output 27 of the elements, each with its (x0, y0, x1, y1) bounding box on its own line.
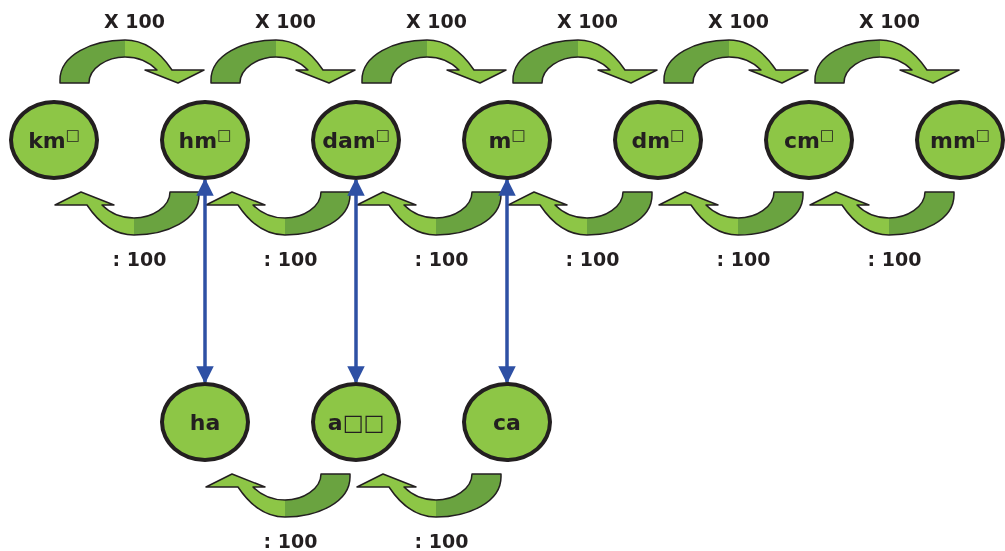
curved-arrow (507, 191, 653, 236)
curved-arrow (814, 39, 960, 84)
double-arrow (498, 178, 516, 384)
curved-arrow (54, 191, 200, 236)
unit-label: cm$^{□}$ (783, 127, 835, 153)
unit-label: km$^{□}$ (28, 127, 80, 153)
curved-arrow (809, 191, 955, 236)
unit-label: m$^{□}$ (488, 127, 526, 153)
curved-arrow (361, 39, 507, 84)
unit-label: dam$^{□}$ (322, 127, 390, 153)
curved-arrow (512, 39, 658, 84)
double-arrow (347, 178, 365, 384)
curved-arrow (356, 191, 502, 236)
unit-label: a□□ (327, 409, 385, 435)
unit-label: ha (189, 409, 221, 435)
curved-arrow (59, 39, 205, 84)
double-arrow (196, 178, 214, 384)
curved-arrow (663, 39, 809, 84)
unit-label: mm$^{□}$ (929, 127, 990, 153)
unit-label: ca (493, 409, 521, 435)
unit-label: hm$^{□}$ (178, 127, 232, 153)
curved-arrow (356, 473, 502, 518)
curved-arrow (205, 191, 351, 236)
curved-arrow (205, 473, 351, 518)
curved-arrow (658, 191, 804, 236)
unit-label: dm$^{□}$ (631, 127, 685, 153)
curved-arrow (210, 39, 356, 84)
